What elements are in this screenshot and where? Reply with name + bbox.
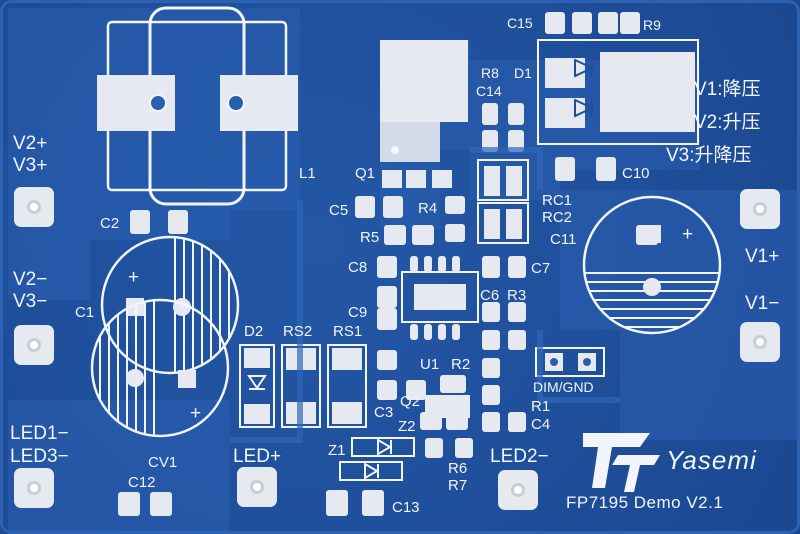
ref-c8: C8 (348, 259, 368, 276)
dim-gnd-header (535, 347, 605, 377)
ref-c11: C11 (550, 231, 577, 248)
ic-u1 (401, 256, 479, 340)
ref-r1: R1 (531, 398, 551, 415)
ref-dim-gnd: DIM/GND (533, 379, 594, 395)
ref-z2: Z2 (398, 418, 416, 435)
mosfet-q1 (380, 40, 468, 188)
ref-r9: R9 (643, 17, 661, 33)
ref-r8: R8 (481, 65, 499, 81)
ref-r3: R3 (507, 287, 527, 304)
ref-r7: R7 (448, 477, 468, 494)
yasemi-logo (583, 433, 660, 492)
ref-c12: C12 (128, 474, 156, 491)
term-v2-neg: V2− (13, 269, 48, 290)
ref-c3: C3 (374, 404, 394, 421)
ref-d2: D2 (244, 323, 264, 340)
ref-c10: C10 (622, 165, 650, 182)
ref-c7: C7 (531, 260, 551, 277)
polarity-c1: + (128, 267, 140, 288)
ref-c14: C14 (476, 83, 502, 99)
traces (230, 147, 620, 443)
brand-text: Yasemi (666, 445, 757, 475)
ref-rs1: RS1 (333, 323, 363, 340)
ref-cv1: CV1 (148, 454, 178, 471)
polarity-cv1: + (190, 403, 202, 424)
term-led1-neg: LED1− (10, 423, 69, 444)
ref-c1: C1 (75, 304, 95, 321)
ref-c15: C15 (507, 15, 533, 31)
note-v3: V3:升降压 (666, 145, 752, 166)
electrolytic-c1 (100, 235, 240, 375)
ref-q2: Q2 (400, 393, 421, 410)
term-v3-neg: V3− (13, 291, 48, 312)
ref-c2: C2 (100, 215, 120, 232)
term-led-pos: LED+ (233, 446, 282, 467)
note-v1: V1:降压 (694, 79, 761, 100)
zeners (339, 437, 415, 481)
ref-c9: C9 (348, 304, 368, 321)
ref-c6: C6 (480, 287, 500, 304)
ref-rc2: RC2 (542, 209, 573, 226)
ref-u1: U1 (420, 356, 440, 373)
term-v1-neg: V1− (745, 293, 780, 314)
ref-z1: Z1 (328, 442, 346, 459)
diode-d1 (537, 39, 699, 145)
term-v3-pos: V3+ (13, 155, 48, 176)
ref-c5: C5 (329, 202, 349, 219)
ref-r6: R6 (448, 460, 468, 477)
polarity-input-cap: + (682, 224, 694, 245)
ref-d1: D1 (514, 65, 532, 81)
ref-rs2: RS2 (283, 323, 313, 340)
term-led3-neg: LED3− (10, 446, 69, 467)
ref-l1: L1 (299, 165, 316, 182)
terminal-pads (14, 187, 780, 510)
ref-rc1: RC1 (542, 192, 573, 209)
caps-rc (477, 159, 529, 244)
board-title: FP7195 Demo V2.1 (566, 493, 724, 512)
term-led2-neg: LED2− (490, 446, 549, 467)
ref-r4: R4 (418, 200, 438, 217)
ref-q1: Q1 (355, 165, 376, 182)
ref-c13: C13 (392, 499, 420, 516)
term-v2-pos: V2+ (13, 133, 48, 154)
note-v2: V2:升压 (694, 112, 761, 133)
ref-r5: R5 (360, 229, 380, 246)
ref-r2: R2 (451, 356, 471, 373)
ref-c4: C4 (531, 416, 551, 433)
transistor-q2 (425, 395, 470, 418)
term-v1-pos: V1+ (745, 246, 780, 267)
inductor-l1 (97, 6, 298, 206)
